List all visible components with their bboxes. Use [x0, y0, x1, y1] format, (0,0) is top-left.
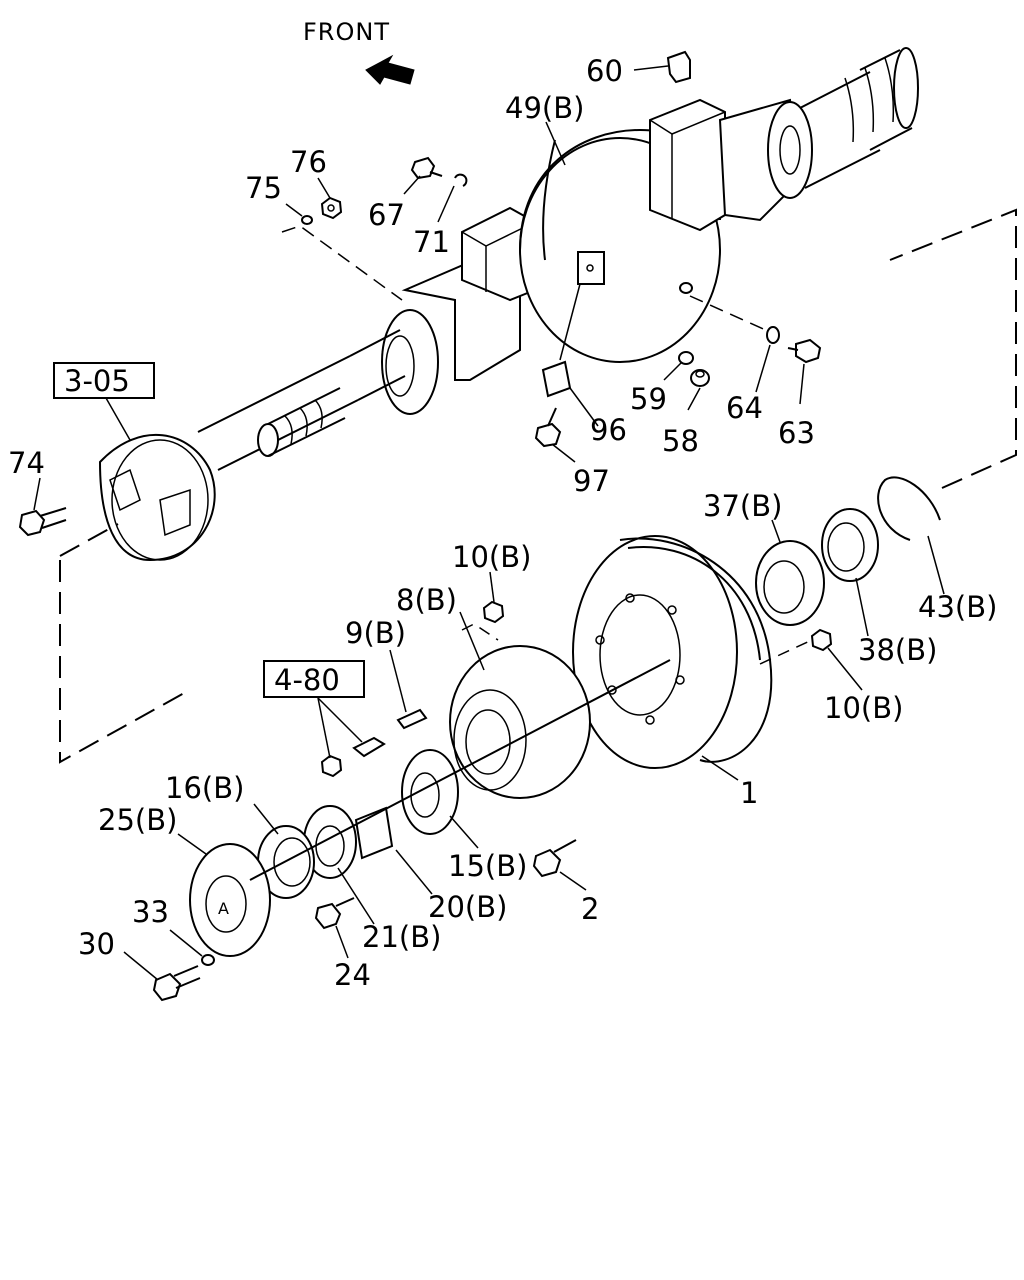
callout-76: 76 — [290, 145, 327, 179]
callout-74: 74 — [8, 446, 45, 480]
axle-housing — [197, 47, 919, 471]
wheel-end-assembly: A — [152, 476, 941, 1002]
callout-10b-upper: 10(B) — [452, 540, 531, 574]
callout-21b: 21(B) — [362, 920, 441, 954]
callout-33: 33 — [132, 895, 169, 929]
callout-1: 1 — [740, 776, 758, 810]
callout-20b: 20(B) — [428, 890, 507, 924]
front-label: FRONT — [303, 18, 390, 46]
callout-63: 63 — [778, 416, 815, 450]
callout-37b: 37(B) — [703, 489, 782, 523]
callout-2: 2 — [581, 892, 599, 926]
svg-text:A: A — [218, 899, 229, 918]
dust-shield — [98, 433, 216, 562]
leader-lines — [33, 65, 945, 981]
ref-box-4-80: 4-80 — [263, 660, 365, 698]
callout-25b: 25(B) — [98, 803, 177, 837]
callout-16b: 16(B) — [165, 771, 244, 805]
callout-59: 59 — [630, 382, 667, 416]
callout-15b: 15(B) — [448, 849, 527, 883]
callout-67: 67 — [368, 198, 405, 232]
ref-box-3-05: 3-05 — [53, 362, 155, 399]
svg-text:3-05: 3-05 — [64, 364, 130, 398]
callout-43b: 43(B) — [918, 590, 997, 624]
callout-24: 24 — [334, 958, 371, 992]
callout-8b: 8(B) — [396, 583, 457, 617]
callout-9b: 9(B) — [345, 616, 406, 650]
callout-30: 30 — [78, 927, 115, 961]
callout-71: 71 — [413, 225, 450, 259]
svg-text:4-80: 4-80 — [274, 663, 340, 697]
callout-49b: 49(B) — [505, 91, 584, 125]
callout-58: 58 — [662, 424, 699, 458]
callout-64: 64 — [726, 391, 763, 425]
callout-60: 60 — [586, 54, 623, 88]
callout-38b: 38(B) — [858, 633, 937, 667]
callout-labels: 60 49(B) 76 75 67 71 74 59 58 64 63 96 9… — [8, 54, 997, 992]
fastener-parts-upper — [18, 50, 822, 537]
callout-75: 75 — [245, 171, 282, 205]
callout-96: 96 — [590, 413, 627, 447]
front-arrow-icon — [365, 54, 415, 85]
callout-10b-lower: 10(B) — [824, 691, 903, 725]
callout-97: 97 — [573, 464, 610, 498]
